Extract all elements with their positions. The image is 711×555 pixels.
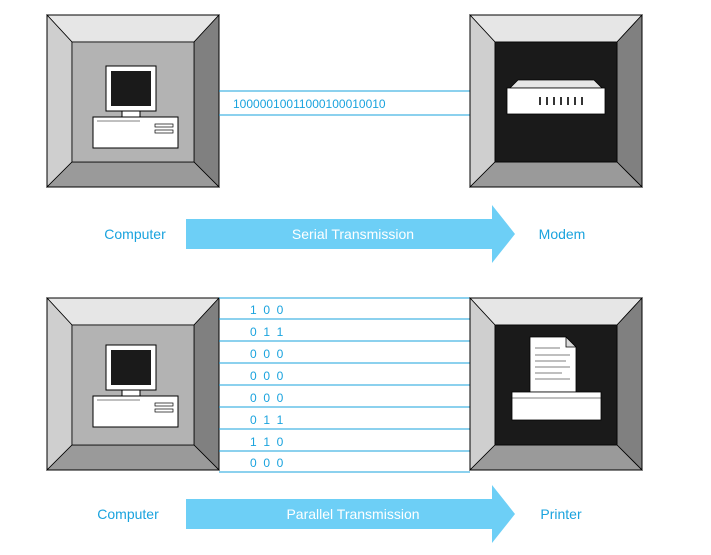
modem-icon — [506, 79, 606, 115]
parallel-row: 0 0 0 — [250, 456, 284, 470]
serial-data-channel: 10000010011000100010010 — [219, 90, 470, 116]
printer-icon — [511, 336, 602, 421]
serial-bits: 10000010011000100010010 — [233, 97, 386, 111]
parallel-row: 0 1 1 — [250, 413, 284, 427]
parallel-target-label: Printer — [540, 506, 582, 522]
serial-computer-box — [46, 13, 220, 188]
serial-arrow-label: Serial Transmission — [292, 226, 414, 242]
parallel-source-label: Computer — [97, 506, 159, 522]
parallel-row: 0 0 0 — [250, 391, 284, 405]
parallel-row: 0 1 1 — [250, 325, 284, 339]
parallel-arrow-label: Parallel Transmission — [286, 506, 419, 522]
computer-icon — [92, 65, 179, 149]
parallel-row: 0 0 0 — [250, 369, 284, 383]
parallel-computer-box — [46, 296, 220, 471]
parallel-row: 0 0 0 — [250, 347, 284, 361]
serial-arrow: Serial Transmission — [186, 205, 515, 263]
parallel-row: 1 0 0 — [250, 303, 284, 317]
parallel-data-channel: 1 0 0 0 1 1 0 0 0 0 0 0 0 0 0 0 1 1 1 1 … — [219, 297, 470, 473]
printer-box — [469, 296, 643, 471]
serial-target-label: Modem — [539, 226, 586, 242]
parallel-row: 1 1 0 — [250, 435, 284, 449]
parallel-arrow: Parallel Transmission — [186, 485, 515, 543]
modem-box — [469, 13, 643, 188]
serial-source-label: Computer — [104, 226, 166, 242]
computer-icon — [92, 344, 179, 428]
